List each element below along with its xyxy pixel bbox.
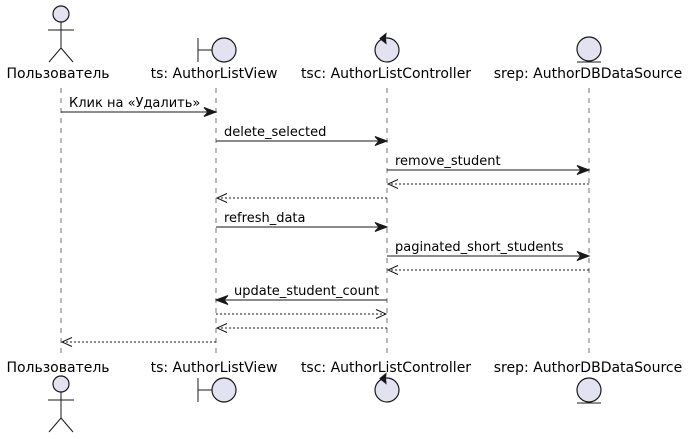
participant-name-tsc-bottom: tsc: AuthorListController — [301, 360, 471, 376]
participant-name-srep-bottom: srep: AuthorDBDataSource — [494, 360, 682, 376]
message-label-7: paginated_short_students — [395, 240, 564, 255]
control-icon-top — [374, 32, 400, 63]
boundary-icon-bottom — [197, 377, 237, 403]
participant-name-srep-top: srep: AuthorDBDataSource — [494, 66, 682, 82]
boundary-icon-top — [197, 37, 237, 63]
entity-icon-bottom — [576, 377, 602, 404]
participant-name-ts-top: ts: AuthorListView — [151, 66, 278, 82]
participant-name-user-bottom: Пользователь — [6, 360, 109, 376]
actor-icon-bottom — [48, 375, 74, 433]
participant-name-tsc-top: tsc: AuthorListController — [301, 66, 471, 82]
message-label-2: delete_selected — [224, 125, 326, 140]
lifelines — [60, 88, 590, 356]
message-label-1: Клик на «Удалить» — [69, 96, 200, 111]
participant-name-user-top: Пользователь — [6, 66, 109, 82]
message-label-9: update_student_count — [234, 284, 379, 299]
message-label-6: refresh_data — [224, 211, 306, 226]
participant-names-top: Пользователь ts: AuthorListView tsc: Aut… — [6, 66, 682, 82]
control-icon-bottom — [374, 372, 400, 403]
participant-names-bottom: Пользователь ts: AuthorListView tsc: Aut… — [6, 360, 682, 376]
actor-icon-top — [48, 5, 74, 63]
entity-icon-top — [576, 36, 602, 63]
messages: Клик на «Удалить» delete_selected remove… — [60, 96, 591, 347]
message-label-3: remove_student — [395, 154, 501, 169]
participant-name-ts-bottom: ts: AuthorListView — [151, 360, 278, 376]
